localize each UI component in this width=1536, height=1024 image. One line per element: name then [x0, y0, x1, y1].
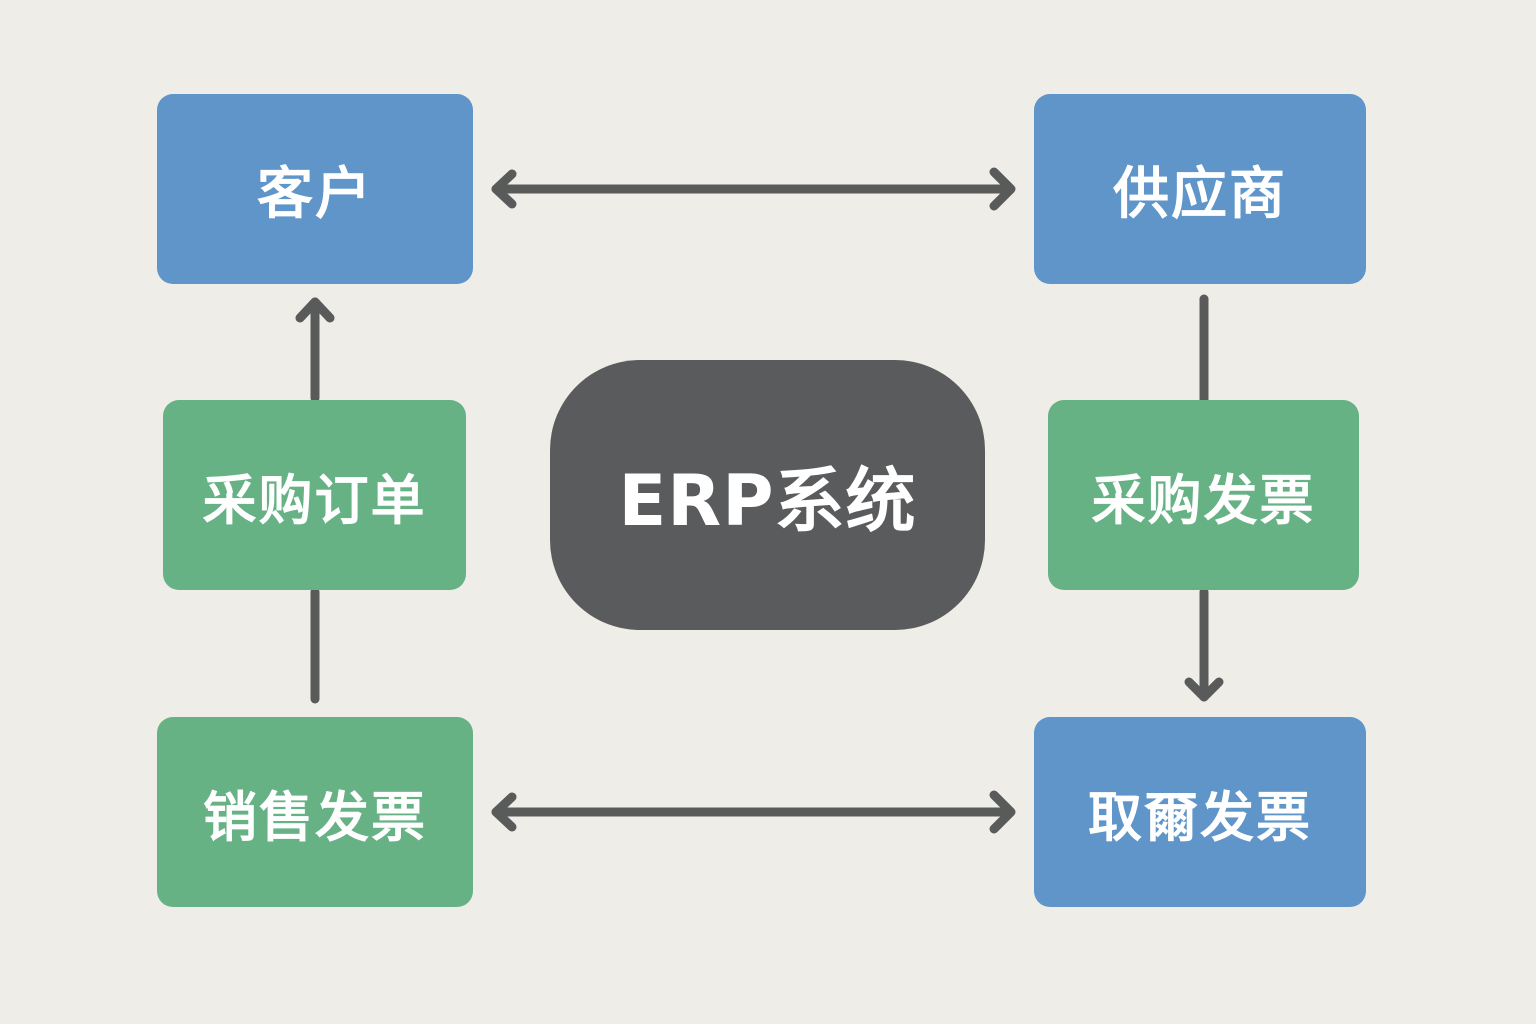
node-customer-label: 客户	[257, 161, 373, 227]
arrowhead-left-icon	[491, 792, 517, 832]
node-purchase-invoice-label: 采购发票	[1091, 468, 1316, 532]
node-cancel-invoice-label: 取爾发票	[1088, 785, 1312, 849]
arrowhead-right-icon	[989, 167, 1016, 211]
node-sales-invoice-label: 销售发票	[203, 785, 427, 849]
arrowhead-down-icon	[1184, 677, 1224, 702]
node-purchase-order[interactable]: 采购订单	[163, 400, 466, 590]
node-purchase-invoice[interactable]: 采购发票	[1048, 400, 1359, 590]
arrowhead-right-icon	[989, 790, 1016, 834]
arrowhead-up-icon	[295, 297, 335, 323]
node-supplier[interactable]: 供应商	[1034, 94, 1366, 284]
node-erp-system-label: ERP系统	[618, 459, 917, 542]
node-purchase-order-label: 采购订单	[202, 468, 427, 532]
node-customer[interactable]: 客户	[157, 94, 473, 284]
arrowhead-left-icon	[491, 169, 517, 209]
node-supplier-label: 供应商	[1113, 161, 1287, 227]
node-sales-invoice[interactable]: 销售发票	[157, 717, 473, 907]
node-erp-system[interactable]: ERP系统	[550, 360, 985, 630]
node-cancel-invoice[interactable]: 取爾发票	[1034, 717, 1366, 907]
